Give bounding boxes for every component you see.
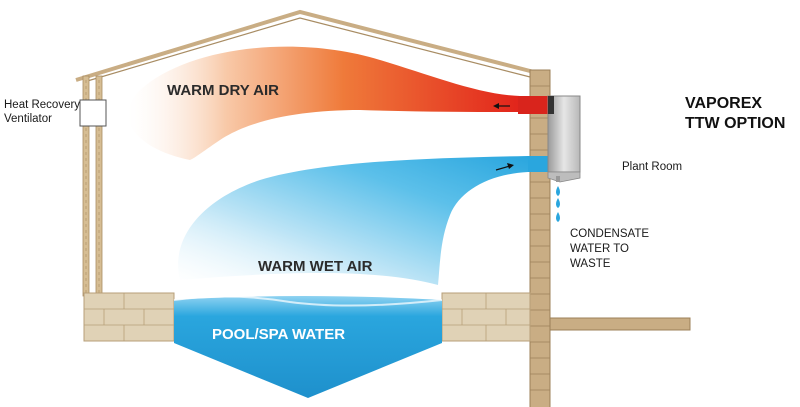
hrv-box (79, 99, 107, 127)
condensate-label-line-2: WATER TO (570, 243, 629, 255)
pool-surround-left (83, 292, 175, 342)
dry-air-duct (518, 96, 550, 114)
product-title: VAPOREX TTW OPTION (685, 94, 785, 134)
warm-wet-air-plume (178, 156, 529, 285)
vaporex-unit (547, 95, 581, 183)
condensate-label: CONDENSATE WATER TO WASTE (570, 227, 670, 272)
hrv-label-line-2: Ventilator (4, 113, 52, 125)
wet-air-duct (528, 156, 550, 172)
warm-dry-air-label: WARM DRY AIR (167, 82, 279, 99)
pool-water (173, 295, 443, 398)
right-wall (529, 69, 691, 407)
pool-water-label: POOL/SPA WATER (212, 326, 346, 343)
warm-dry-air-plume (128, 46, 520, 160)
hrv-label: Heat Recovery Ventilator (4, 98, 84, 126)
pool-surround-right (441, 292, 531, 342)
wet-air-arrow (495, 163, 514, 171)
condensate-label-line-1: CONDENSATE (570, 228, 650, 240)
warm-wet-air-label: WARM WET AIR (258, 258, 373, 275)
dry-air-arrow (493, 103, 510, 109)
product-title-line-1: VAPOREX (685, 95, 763, 112)
condensate-drops (556, 186, 560, 222)
roof (75, 9, 535, 83)
hrv-label-line-1: Heat Recovery (4, 99, 81, 111)
product-title-line-2: TTW OPTION (685, 115, 786, 132)
plant-room-label: Plant Room (622, 161, 683, 173)
condensate-label-line-3: WASTE (570, 258, 611, 270)
